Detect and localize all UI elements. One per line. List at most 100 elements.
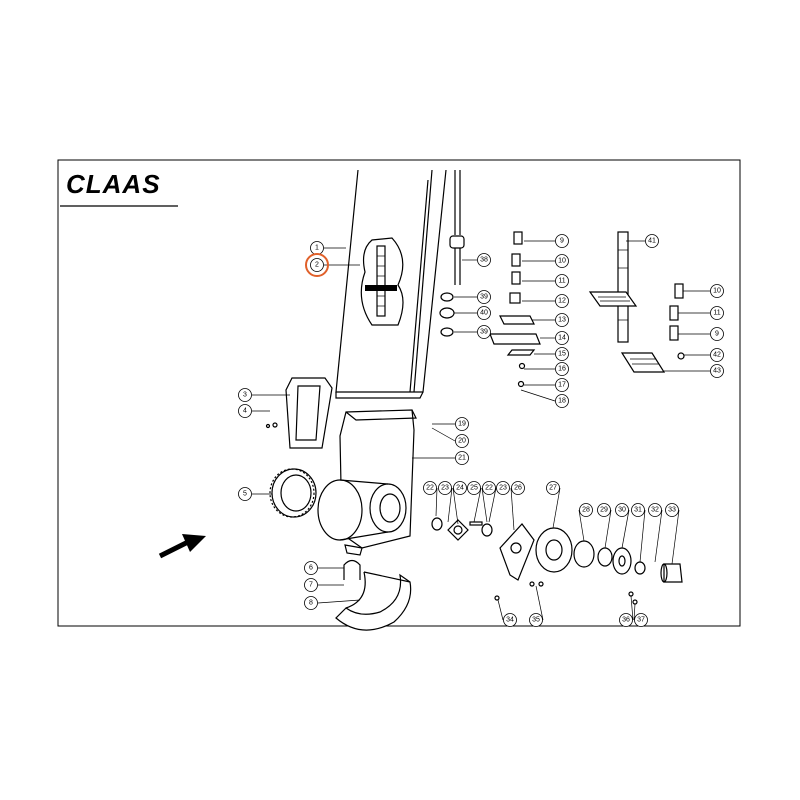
callout-circle: [310, 258, 324, 272]
callout-circle: [304, 561, 318, 575]
callout-circle: [555, 331, 569, 345]
callout-leader: [447, 487, 453, 523]
callout-leader: [520, 389, 556, 402]
callout-18: 18: [520, 389, 569, 408]
callout-circle: [631, 503, 645, 517]
diagram-frame: [57, 159, 741, 627]
callout-43: 43: [664, 364, 724, 378]
callout-circle: [555, 362, 569, 376]
callout-leader: [654, 509, 663, 563]
callout-number: 38: [480, 257, 488, 264]
callout-number: 22: [485, 485, 493, 492]
claas-logo: CLAAS: [60, 169, 178, 207]
callout-circle: [496, 481, 510, 495]
callout-leader: [621, 509, 630, 549]
callout-leader: [552, 487, 561, 529]
callout-number: 6: [309, 565, 313, 572]
callout-leader: [604, 509, 612, 549]
callout-40: 40: [454, 306, 491, 320]
callout-leader: [639, 509, 646, 563]
callout-circle: [710, 364, 724, 378]
callout-circle: [482, 481, 496, 495]
callout-number: 26: [514, 485, 522, 492]
callout-circle: [455, 434, 469, 448]
callout-number: 10: [558, 258, 566, 265]
callout-number: 2: [315, 262, 319, 269]
callout-leader: [535, 585, 544, 621]
callout-36: 36: [619, 595, 634, 627]
auger-housing-21: [317, 409, 417, 556]
callout-13: 13: [532, 313, 569, 327]
callout-leader: [510, 487, 515, 531]
callout-15: 15: [534, 347, 569, 361]
callout-number: 40: [480, 310, 488, 317]
callout-number: 31: [634, 507, 642, 514]
callout-6: 6: [304, 561, 344, 575]
callout-20: 20: [431, 427, 469, 448]
callout-38: 38: [462, 253, 491, 267]
callout-32: 32: [648, 503, 663, 563]
callout-31: 31: [631, 503, 646, 563]
callout-circle: [648, 503, 662, 517]
callout-9: 9: [524, 234, 569, 248]
callout-41: 41: [626, 234, 659, 248]
callout-leader: [630, 595, 634, 621]
callout-leader: [481, 487, 488, 523]
callout-leader: [633, 603, 636, 621]
callout-number: 36: [622, 617, 630, 624]
callout-7: 7: [304, 578, 344, 592]
callout-circle: [555, 394, 569, 408]
callout-number: 43: [713, 368, 721, 375]
callout-number: 23: [441, 485, 449, 492]
callout-19: 19: [432, 417, 469, 431]
callout-number: 1: [315, 245, 319, 252]
callout-42: 42: [684, 348, 724, 362]
callout-number: 12: [558, 298, 566, 305]
callout-39: 39: [454, 290, 491, 304]
callout-circle: [423, 481, 437, 495]
callout-leader: [431, 427, 456, 442]
callout-circle: [645, 234, 659, 248]
callout-circle: [503, 613, 517, 627]
callout-14: 14: [540, 331, 569, 345]
callout-circle: [579, 503, 593, 517]
callout-circle: [555, 313, 569, 327]
callout-circle: [304, 578, 318, 592]
callout-number: 9: [715, 331, 719, 338]
callout-17: 17: [524, 378, 569, 392]
callout-number: 29: [600, 507, 608, 514]
callout-circle: [453, 481, 467, 495]
callout-circle: [238, 404, 252, 418]
callout-number: 8: [309, 600, 313, 607]
callout-leader: [671, 509, 680, 565]
callout-number: 5: [243, 491, 247, 498]
u-bracket-6: [343, 559, 361, 580]
callout-circle: [455, 451, 469, 465]
callout-leader: [488, 487, 497, 523]
callout-circle: [615, 503, 629, 517]
callout-number: 20: [458, 438, 466, 445]
callout-11: 11: [678, 306, 724, 320]
callout-23: 23: [438, 481, 453, 523]
callout-number: 18: [558, 398, 566, 405]
callout-circle: [555, 234, 569, 248]
callout-leader: [435, 487, 438, 517]
callout-number: 39: [480, 294, 488, 301]
shaft-38: [449, 170, 465, 285]
callout-24: 24: [452, 481, 467, 525]
callout-25: 25: [467, 481, 482, 523]
callout-circle: [529, 613, 543, 627]
callout-leader: [578, 509, 585, 542]
callout-number: 37: [637, 617, 645, 624]
callout-3: 3: [238, 388, 290, 402]
callout-22: 22: [481, 481, 496, 523]
callout-circle: [304, 596, 318, 610]
callout-21: 21: [412, 451, 469, 465]
callout-number: 4: [243, 408, 247, 415]
callout-22: 22: [423, 481, 438, 517]
callout-10: 10: [683, 284, 724, 298]
callout-circle: [634, 613, 648, 627]
callout-28: 28: [578, 503, 593, 542]
